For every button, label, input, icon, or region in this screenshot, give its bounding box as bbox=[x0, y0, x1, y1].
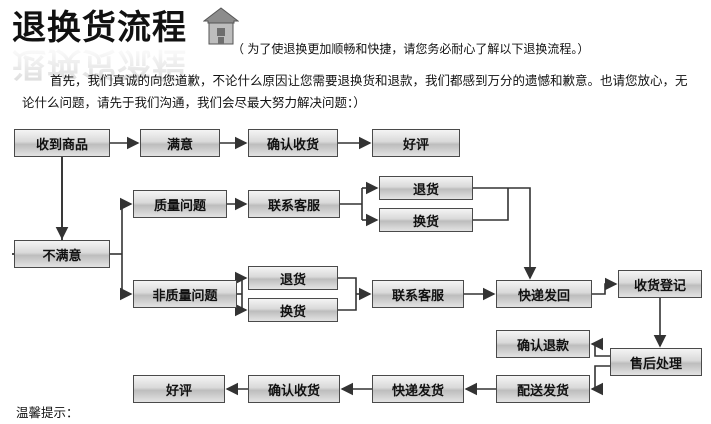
flow-node-label: 不满意 bbox=[42, 248, 82, 264]
flow-node-n3: 确认收货 bbox=[248, 129, 338, 157]
page-title-text: 退换货流程 bbox=[12, 8, 187, 48]
flow-node-label: 确认收货 bbox=[266, 137, 319, 153]
flow-node-n15: 收货登记 bbox=[618, 270, 702, 298]
intro-paragraph: 首先，我们真诚的向您道歉，不论什么原因让您需要退换货和退款，我们都感到万分的遗憾… bbox=[22, 70, 694, 114]
flow-node-label: 快递发货 bbox=[391, 383, 444, 399]
flow-node-n12: 换货 bbox=[248, 298, 338, 322]
flow-node-label: 满意 bbox=[166, 137, 193, 153]
flow-node-label: 收货登记 bbox=[633, 278, 686, 294]
footer-note: 温馨提示： bbox=[16, 406, 79, 420]
flow-node-n2: 满意 bbox=[140, 129, 220, 157]
flow-node-label: 质量问题 bbox=[153, 198, 206, 214]
flow-node-n7: 退货 bbox=[379, 176, 473, 200]
flow-node-n18: 配送发货 bbox=[496, 375, 590, 403]
flow-node-n10: 非质量问题 bbox=[133, 280, 237, 308]
house-icon bbox=[203, 7, 239, 45]
flow-node-n19: 快递发货 bbox=[372, 375, 464, 403]
flow-node-n21: 好评 bbox=[133, 375, 225, 403]
flow-node-n8: 换货 bbox=[379, 208, 473, 232]
flow-node-label: 配送发货 bbox=[516, 383, 569, 399]
flow-node-label: 换货 bbox=[279, 304, 306, 320]
flow-node-n6: 联系客服 bbox=[248, 190, 340, 218]
intro-paragraph-text: 首先，我们真诚的向您道歉，不论什么原因让您需要退换货和退款，我们都感到万分的遗憾… bbox=[22, 74, 688, 110]
header-subtitle: （ 为了使退换更加顺畅和快捷，请您务必耐心了解以下退换流程。） bbox=[232, 42, 590, 56]
flow-node-n11: 退货 bbox=[248, 266, 338, 290]
flow-node-label: 非质量问题 bbox=[152, 288, 218, 304]
flow-node-label: 联系客服 bbox=[391, 288, 444, 304]
flow-node-n4: 好评 bbox=[372, 129, 460, 157]
flow-node-n14: 快递发回 bbox=[496, 280, 592, 308]
flow-node-label: 好评 bbox=[402, 137, 429, 153]
page-title: 退换货流程 退换货流程 bbox=[12, 8, 262, 84]
flow-node-n5: 质量问题 bbox=[133, 190, 227, 218]
flow-node-label: 确认收货 bbox=[267, 383, 320, 399]
flow-node-n13: 联系客服 bbox=[372, 280, 464, 308]
flow-node-label: 好评 bbox=[165, 383, 192, 399]
flow-node-n9: 不满意 bbox=[14, 240, 110, 268]
flow-node-label: 退货 bbox=[412, 182, 439, 198]
flow-node-label: 换货 bbox=[412, 214, 439, 230]
flow-node-label: 联系客服 bbox=[267, 198, 320, 214]
flow-node-n16: 确认退款 bbox=[496, 330, 590, 358]
flow-node-label: 售后处理 bbox=[629, 356, 682, 372]
flow-node-n17: 售后处理 bbox=[610, 348, 702, 376]
flow-node-n1: 收到商品 bbox=[14, 129, 110, 157]
flow-node-label: 快递发回 bbox=[517, 288, 570, 304]
flow-node-n20: 确认收货 bbox=[248, 375, 340, 403]
flow-node-label: 确认退款 bbox=[516, 338, 569, 354]
flow-node-label: 退货 bbox=[279, 272, 306, 288]
flow-node-label: 收到商品 bbox=[35, 137, 88, 153]
